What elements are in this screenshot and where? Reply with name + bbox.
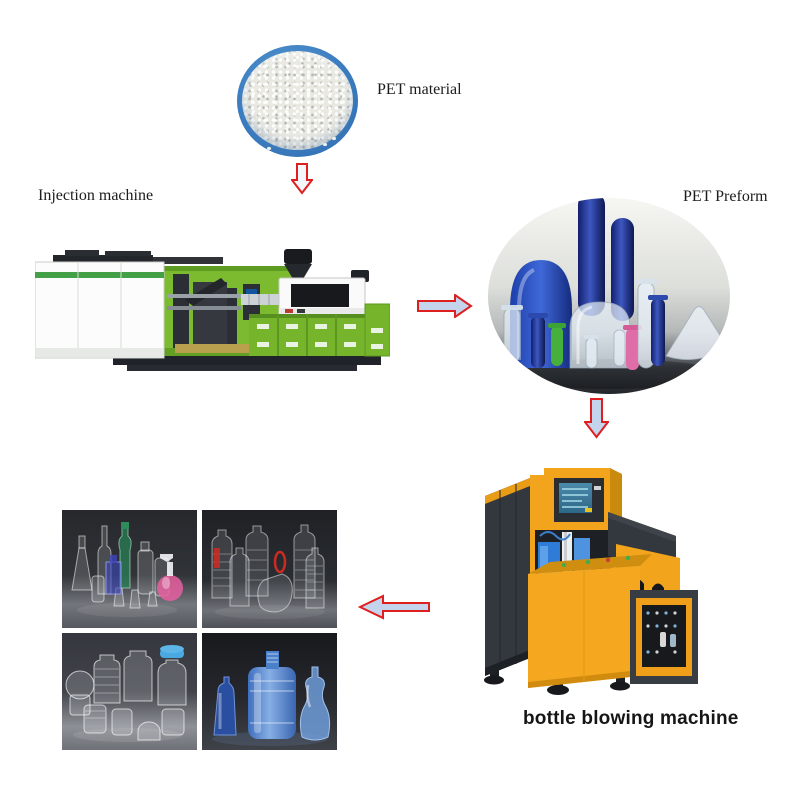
bottles-photo-clear-jars [62, 633, 197, 750]
arrow-down-material-to-injection-icon [291, 163, 313, 195]
arrow-down-preform-to-blowing-icon [584, 398, 609, 439]
arrow-left-blowing-to-bottles-icon [358, 594, 430, 620]
pet-material-photo [237, 45, 358, 157]
pet-material-label: PET material [377, 81, 462, 98]
arrow-right-injection-to-preform-icon [417, 294, 473, 318]
bottles-photo-blue-jugs [202, 633, 337, 750]
injection-machine-photo [35, 249, 390, 371]
injection-machine-label: Injection machine [38, 187, 154, 204]
bottles-photo-large-clear [202, 510, 337, 628]
bottle-blowing-machine-photo [484, 468, 698, 695]
bottles-photo-assorted-small [62, 510, 197, 628]
pet-preform-photo [488, 198, 730, 394]
bottle-blowing-machine-label: bottle blowing machine [523, 708, 739, 729]
pet-preform-label: PET Preform [683, 188, 768, 205]
pet-pellets [242, 51, 353, 150]
